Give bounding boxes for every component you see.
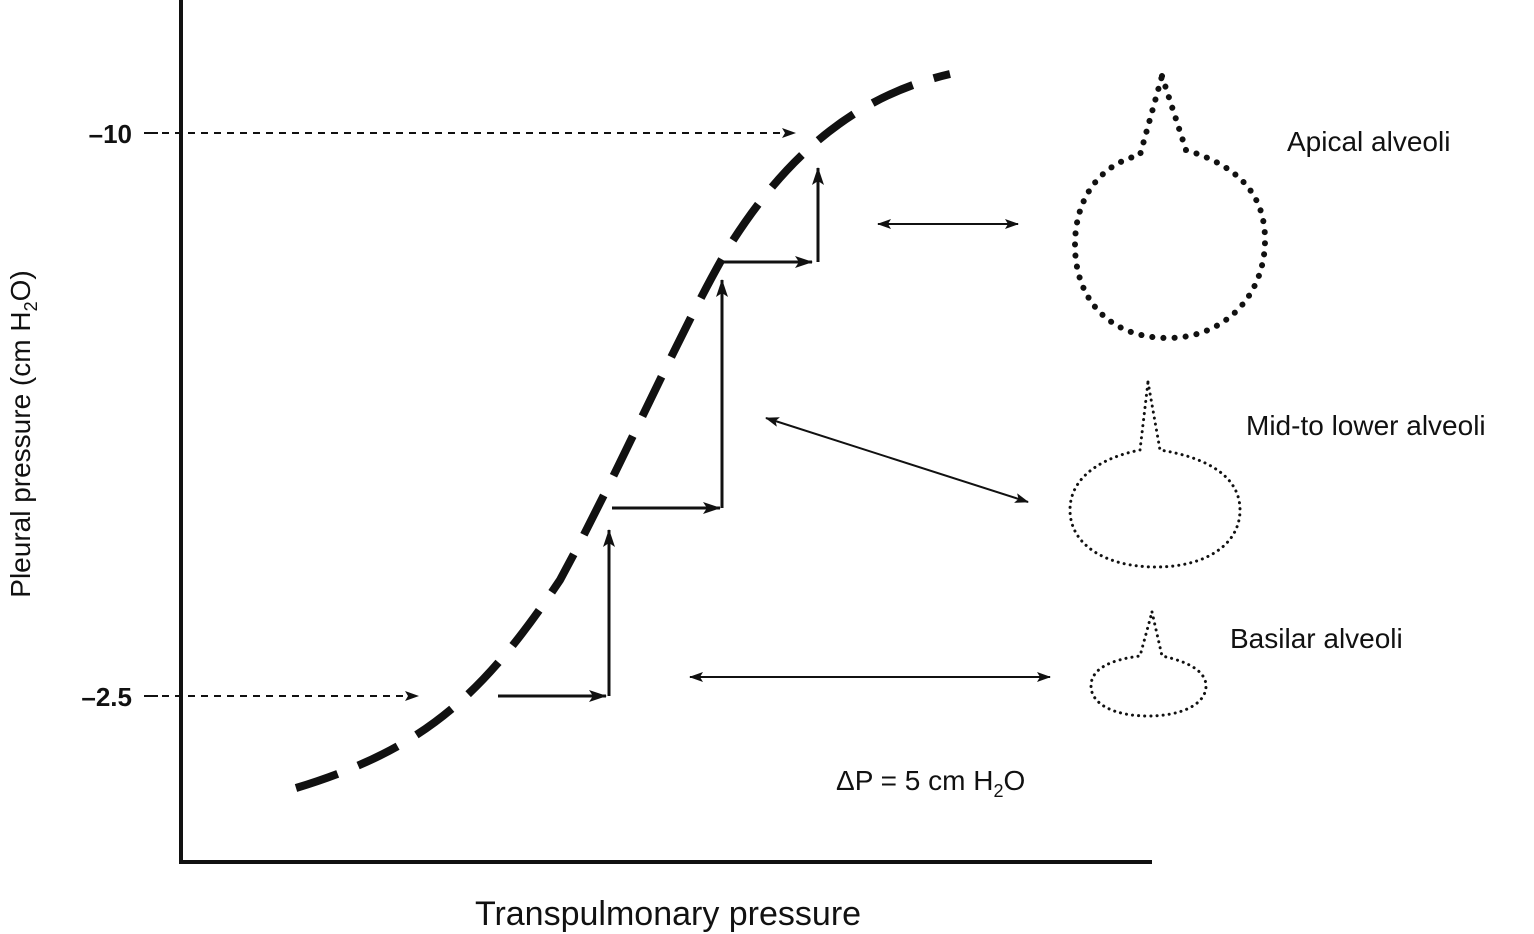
delta-p-end: O: [1003, 765, 1025, 796]
label-apical-alveoli: Apical alveoli: [1287, 126, 1450, 157]
y-tick-minus-10: –10: [89, 119, 132, 149]
label-mid-alveoli: Mid-to lower alveoli: [1246, 410, 1486, 441]
delta-p-label: ΔP = 5 cm H2O: [836, 765, 1025, 801]
delta-p-text: ΔP = 5 cm H: [836, 765, 993, 796]
mid-alveolus-shape: [1068, 381, 1242, 569]
apical-alveolus-shape: [1071, 65, 1269, 342]
connector-mid: [765, 417, 1029, 503]
label-basilar-alveoli: Basilar alveoli: [1230, 623, 1403, 654]
y-tick-minus-2-5: –2.5: [81, 682, 132, 712]
step-arrows: [498, 167, 824, 702]
x-axis-label: Transpulmonary pressure: [475, 895, 861, 933]
y-axis-label-end: O): [5, 270, 36, 301]
y-axis-label: Pleural pressure (cm H2O): [5, 270, 41, 597]
compliance-curve: [294, 70, 951, 792]
axes: [179, 0, 1152, 864]
connector-arrows: [689, 219, 1051, 682]
basilar-alveolus-shape: [1089, 611, 1208, 718]
y-axis-label-text: Pleural pressure (cm H: [5, 311, 36, 597]
delta-p-sub: 2: [993, 781, 1003, 801]
y-axis-label-sub: 2: [21, 301, 41, 311]
